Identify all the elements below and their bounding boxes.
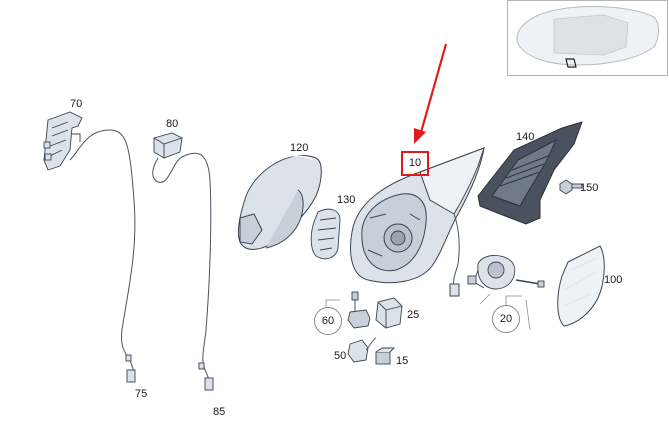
callout-150[interactable]: 150 xyxy=(580,182,599,194)
callout-70[interactable]: 70 xyxy=(70,98,83,110)
callout-80[interactable]: 80 xyxy=(166,118,179,130)
vehicle-overview-inset xyxy=(507,0,668,76)
motor-20[interactable] xyxy=(467,255,545,290)
callout-20[interactable]: 20 xyxy=(492,305,520,333)
callout-120[interactable]: 120 xyxy=(290,142,309,154)
harness-80[interactable] xyxy=(152,132,214,391)
callout-25[interactable]: 25 xyxy=(407,309,420,321)
screw-150[interactable] xyxy=(559,179,583,195)
part-130[interactable] xyxy=(310,208,341,260)
callout-130[interactable]: 130 xyxy=(337,194,356,206)
part-50[interactable] xyxy=(347,337,377,363)
mirror-location-marker xyxy=(565,58,577,68)
callout-15[interactable]: 15 xyxy=(396,355,409,367)
callout-10-highlighted[interactable]: 10 xyxy=(401,151,429,176)
vehicle-silhouette xyxy=(516,6,659,68)
callout-100[interactable]: 100 xyxy=(604,274,623,286)
callout-50[interactable]: 50 xyxy=(334,350,347,362)
mirror-glass-100[interactable] xyxy=(557,245,605,327)
part-60[interactable] xyxy=(347,291,371,329)
mirror-housing-10[interactable] xyxy=(350,147,485,297)
callout-75[interactable]: 75 xyxy=(135,388,148,400)
mirror-cover-120[interactable] xyxy=(237,155,322,250)
callout-60[interactable]: 60 xyxy=(314,307,342,335)
callout-85[interactable]: 85 xyxy=(213,406,226,418)
part-15[interactable] xyxy=(375,347,396,365)
harness-70[interactable] xyxy=(43,111,136,383)
part-140[interactable] xyxy=(477,121,583,225)
highlight-arrow xyxy=(414,43,448,144)
callout-140[interactable]: 140 xyxy=(516,131,535,143)
part-25[interactable] xyxy=(375,297,403,329)
